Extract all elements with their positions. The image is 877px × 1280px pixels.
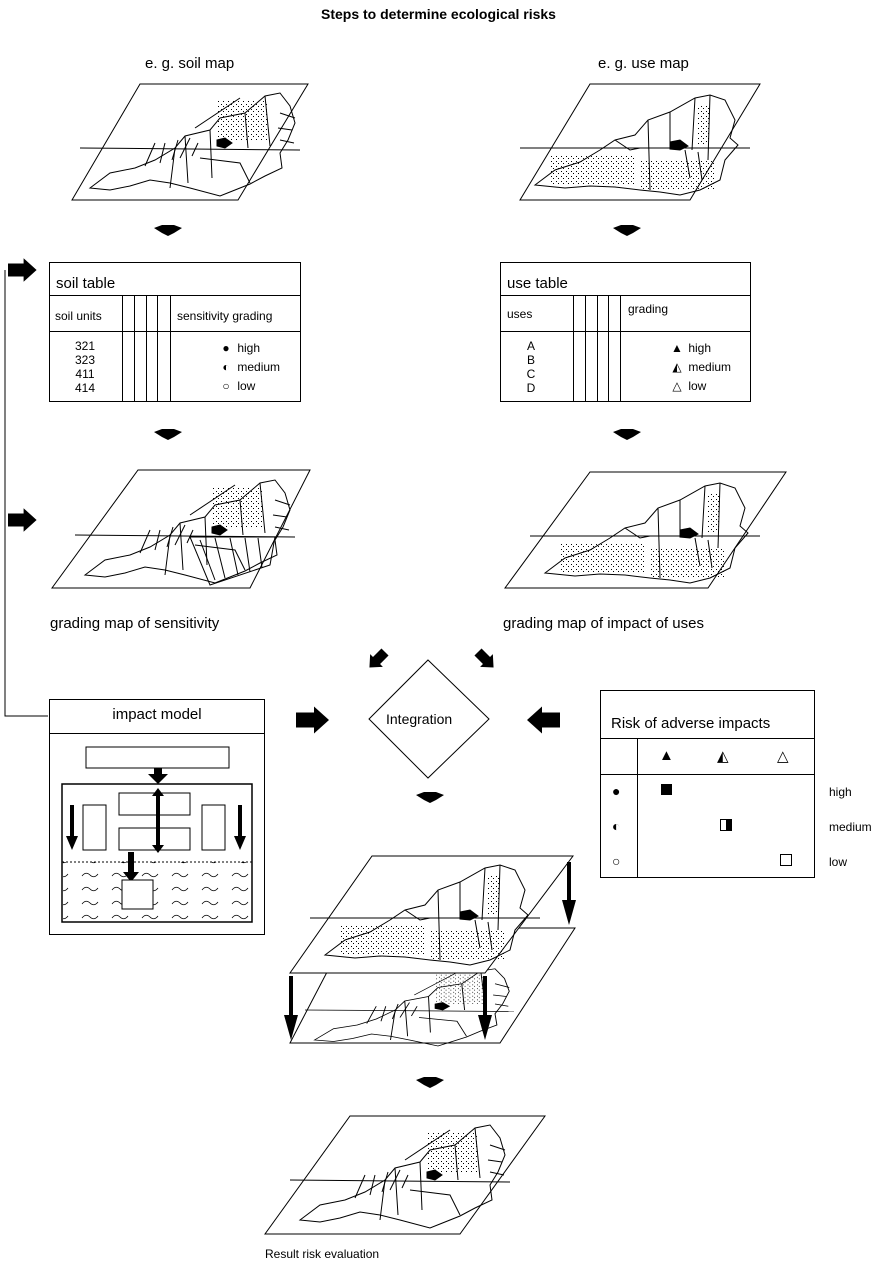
risk-cell-high-icon bbox=[661, 784, 672, 795]
column-low-use-icon: △ bbox=[777, 748, 789, 765]
uses-header: uses bbox=[507, 307, 533, 321]
arrow-down-icon bbox=[154, 429, 182, 440]
sensitivity-grading-header: sensitivity grading bbox=[177, 309, 273, 323]
integration-label: Integration bbox=[386, 711, 453, 727]
filled-triangle-icon: ▲ bbox=[671, 341, 683, 355]
impact-map-caption: grading map of impact of uses bbox=[503, 615, 704, 632]
sensitivity-legend: ● high ◐ medium ○ low bbox=[218, 339, 280, 396]
filled-circle-icon: ● bbox=[222, 341, 230, 355]
soil-map-caption: e. g. soil map bbox=[145, 55, 235, 72]
soil-unit: 323 bbox=[74, 353, 96, 367]
column-medium-use-icon: ◭ bbox=[717, 748, 729, 765]
risk-cell-medium-icon bbox=[720, 819, 732, 831]
risk-row-label-low: low bbox=[829, 855, 848, 869]
use-map bbox=[519, 83, 761, 201]
soil-map bbox=[71, 83, 309, 201]
soil-table-title: soil table bbox=[56, 275, 116, 292]
sensitivity-grading-map bbox=[51, 469, 311, 589]
arrow-down-icon bbox=[613, 429, 641, 440]
soil-table: soil table soil units sensitivity gradin… bbox=[49, 262, 301, 402]
arrow-diagonal-icon bbox=[474, 648, 494, 668]
diagram-title: Steps to determine ecological risks bbox=[321, 6, 556, 22]
impact-grading-map bbox=[504, 471, 787, 589]
use-item: B bbox=[526, 353, 535, 367]
row-low-sensitivity-icon: ○ bbox=[612, 853, 621, 869]
soil-units-header: soil units bbox=[55, 309, 102, 323]
legend-label: high bbox=[237, 341, 261, 355]
soil-unit: 414 bbox=[74, 381, 96, 395]
half-triangle-icon: ◭ bbox=[672, 360, 682, 374]
use-item: D bbox=[526, 381, 536, 395]
stacked-map-layers bbox=[284, 855, 576, 1047]
arrow-left-icon bbox=[527, 706, 560, 734]
row-high-sensitivity-icon: ● bbox=[612, 783, 621, 799]
uses-list: A B C D bbox=[511, 339, 551, 395]
half-circle-icon: ◐ bbox=[222, 360, 230, 374]
risk-matrix-title: Risk of adverse impacts bbox=[611, 715, 771, 732]
use-table-title: use table bbox=[507, 275, 568, 292]
result-caption: Result risk evaluation bbox=[265, 1247, 380, 1261]
use-item: A bbox=[526, 339, 535, 353]
column-high-use-icon: ▲ bbox=[659, 747, 674, 764]
legend-label: low bbox=[237, 379, 256, 393]
integration-diamond bbox=[368, 659, 490, 779]
arrow-right-icon bbox=[296, 706, 329, 734]
impact-model-title: impact model bbox=[112, 706, 202, 723]
arrow-down-icon bbox=[416, 792, 444, 803]
grading-header: grading bbox=[628, 302, 669, 316]
result-risk-map bbox=[264, 1115, 546, 1235]
risk-cell-low-icon bbox=[780, 854, 792, 866]
empty-circle-icon: ○ bbox=[222, 379, 230, 393]
arrow-down-icon bbox=[154, 225, 182, 236]
use-map-caption: e. g. use map bbox=[598, 55, 689, 72]
sensitivity-map-caption: grading map of sensitivity bbox=[50, 615, 220, 632]
arrow-down-icon bbox=[416, 1077, 444, 1088]
arrow-diagonal-icon bbox=[369, 648, 389, 668]
soil-unit: 411 bbox=[75, 367, 95, 381]
legend-label: medium bbox=[237, 360, 281, 374]
legend-label: high bbox=[688, 341, 712, 355]
risk-matrix: Risk of adverse impacts ▲ ◭ △ ● ◐ ○ bbox=[600, 690, 815, 878]
use-table: use table uses grading A B C D ▲ high ◭ … bbox=[500, 262, 751, 402]
use-item: C bbox=[526, 367, 536, 381]
feedback-connector bbox=[4, 258, 48, 717]
legend-label: low bbox=[688, 379, 707, 393]
empty-triangle-icon: △ bbox=[672, 379, 682, 393]
soil-units-list: 321 323 411 414 bbox=[65, 339, 105, 395]
risk-row-label-high: high bbox=[829, 785, 852, 799]
use-grading-legend: ▲ high ◭ medium △ low bbox=[669, 339, 731, 396]
risk-row-label-medium: medium bbox=[829, 820, 872, 834]
impact-model-box: impact model bbox=[49, 699, 265, 935]
row-medium-sensitivity-icon: ◐ bbox=[612, 818, 621, 834]
arrow-down-icon bbox=[613, 225, 641, 236]
soil-unit: 321 bbox=[74, 339, 96, 353]
legend-label: medium bbox=[688, 360, 732, 374]
impact-model-schematic bbox=[61, 746, 253, 923]
